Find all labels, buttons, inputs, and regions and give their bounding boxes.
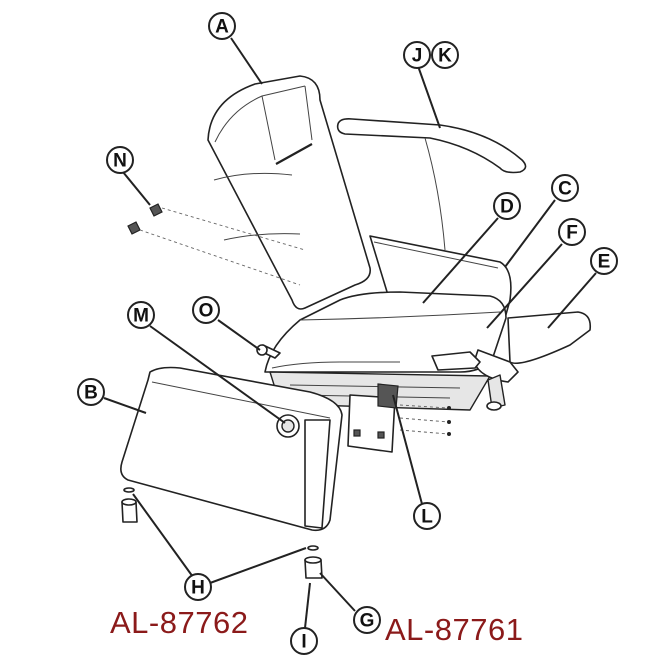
svg-text:C: C <box>558 179 572 200</box>
leader-C <box>504 199 556 268</box>
leader-JK <box>417 65 441 129</box>
left-foot <box>121 487 138 523</box>
callout-G: G <box>353 606 381 634</box>
callout-F: F <box>558 218 586 246</box>
leader-O <box>217 319 261 351</box>
release-lever <box>256 344 281 359</box>
footrest-linkage <box>431 351 481 371</box>
svg-text:B: B <box>84 383 98 404</box>
svg-text:H: H <box>191 578 205 599</box>
callout-I: I <box>290 627 318 655</box>
svg-text:G: G <box>360 611 375 632</box>
back-cushion <box>207 75 372 310</box>
leader-H-left <box>132 493 194 578</box>
callout-E: E <box>590 247 618 275</box>
svg-text:O: O <box>199 301 214 322</box>
callout-A: A <box>208 12 236 40</box>
callout-D: D <box>493 192 521 220</box>
right-foot <box>304 545 323 579</box>
callout-B: B <box>77 378 105 406</box>
leader-E <box>547 272 597 329</box>
svg-text:J: J <box>412 46 423 67</box>
svg-text:K: K <box>438 46 452 67</box>
svg-text:F: F <box>566 223 578 244</box>
callout-N: N <box>106 146 134 174</box>
svg-text:N: N <box>113 151 127 172</box>
svg-text:E: E <box>598 252 611 273</box>
svg-text:A: A <box>215 17 229 38</box>
fastener-hardware <box>127 203 306 286</box>
svg-text:L: L <box>421 507 433 528</box>
leader-D <box>422 217 499 304</box>
callout-L: L <box>413 502 441 530</box>
svg-text:I: I <box>301 632 306 653</box>
leader-H-right <box>209 547 307 584</box>
leader-M <box>149 325 286 424</box>
svg-text:M: M <box>133 306 149 327</box>
leader-G <box>319 572 356 612</box>
left-side-panel <box>120 366 343 532</box>
callout-J: J <box>403 41 431 69</box>
leader-B <box>103 397 147 414</box>
callout-M: M <box>127 301 155 329</box>
svg-text:D: D <box>500 197 514 218</box>
leader-L <box>392 394 423 505</box>
armrest-pad <box>336 118 527 174</box>
callout-K: K <box>431 41 459 69</box>
callout-O: O <box>192 296 220 324</box>
leader-A <box>230 37 263 85</box>
leader-I <box>304 582 311 629</box>
leader-F <box>486 243 563 329</box>
callout-C: C <box>551 174 579 202</box>
part-number-left: AL-87762 <box>110 605 249 640</box>
leg-rest <box>473 311 592 411</box>
part-number-right: AL-87761 <box>385 612 524 647</box>
callout-H: H <box>184 573 212 601</box>
leader-N <box>122 171 151 206</box>
